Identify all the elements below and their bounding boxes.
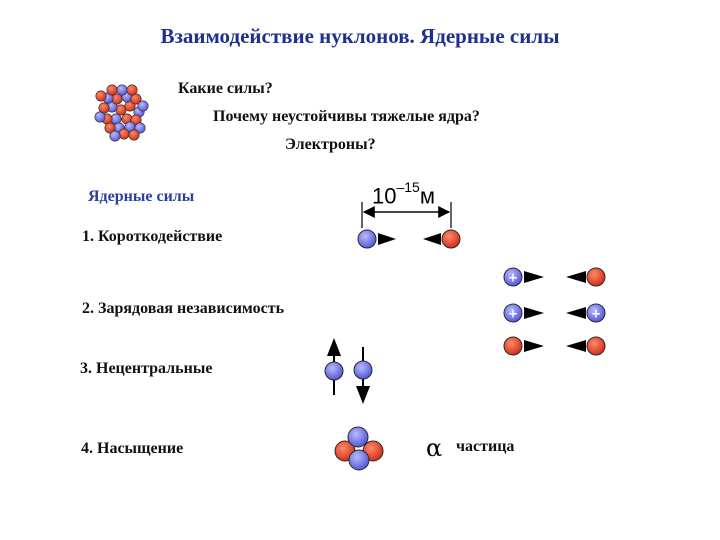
cluster-neutron (134, 122, 146, 134)
range-bracket (361, 202, 452, 228)
neutron-particle (586, 267, 606, 287)
cluster-proton (104, 122, 116, 134)
range-base: 10 (372, 183, 397, 209)
cluster-proton (98, 102, 110, 114)
property-saturation: 4. Насыщение (81, 440, 184, 457)
cluster-neutron (137, 100, 149, 112)
range-exponent: –15 (396, 179, 420, 195)
cluster-proton (118, 128, 130, 140)
arrow-right-icon (524, 340, 544, 352)
arrow-left-icon (566, 307, 586, 319)
cluster-neutron (109, 130, 121, 142)
cluster-proton (95, 90, 107, 102)
cluster-neutron (94, 111, 106, 123)
arrow-left-icon (566, 271, 586, 283)
plus-sign: + (508, 307, 518, 321)
nucleon-particle (324, 361, 344, 381)
neutron-particle (586, 336, 606, 356)
cluster-neutron (116, 84, 128, 96)
alpha-particle-model (334, 426, 384, 471)
proton-particle (586, 303, 606, 323)
section-heading: Ядерные силы (88, 188, 195, 205)
property-charge-independence: 2. Зарядовая независимость (82, 300, 285, 317)
arrow-up-icon (327, 338, 341, 356)
page-title: Взаимодействие нуклонов. Ядерные силы (160, 24, 560, 48)
arrow-right-icon (524, 271, 544, 283)
property-short-range: 1. Короткодействие (82, 228, 223, 245)
noncentral-spins (324, 338, 373, 404)
neutron-particle (357, 229, 377, 249)
arrow-left-icon (566, 340, 586, 352)
arrow-down-icon (356, 386, 370, 404)
cluster-proton (106, 84, 118, 96)
proton-particle (441, 229, 461, 249)
alpha-symbol: α (426, 434, 443, 462)
arrow-left-icon (423, 233, 441, 245)
plus-sign: + (508, 271, 518, 285)
plus-sign: + (591, 307, 601, 321)
range-unit: м (419, 183, 435, 209)
property-noncentral: 3. Нецентральные (80, 360, 213, 377)
question-electrons: Электроны? (285, 136, 376, 153)
arrow-right-icon (378, 233, 396, 245)
neutron-particle (503, 336, 523, 356)
cluster-proton (130, 93, 142, 105)
proton-particle (503, 267, 523, 287)
heavy-nucleus-cluster (94, 84, 149, 142)
proton-particle (503, 303, 523, 323)
alpha-label: частица (456, 438, 515, 455)
cluster-proton (128, 129, 140, 141)
short-range-pair (357, 229, 461, 249)
question-which-forces: Какие силы? (178, 80, 273, 97)
charge-independence-pairs: + + + (503, 267, 606, 356)
question-heavy-nuclei: Почему неустойчивы тяжелые ядра? (213, 108, 480, 125)
arrow-right-icon (524, 307, 544, 319)
range-label: 10–15м (372, 179, 435, 209)
nucleon-particle (353, 360, 373, 380)
cluster-proton (126, 84, 138, 96)
